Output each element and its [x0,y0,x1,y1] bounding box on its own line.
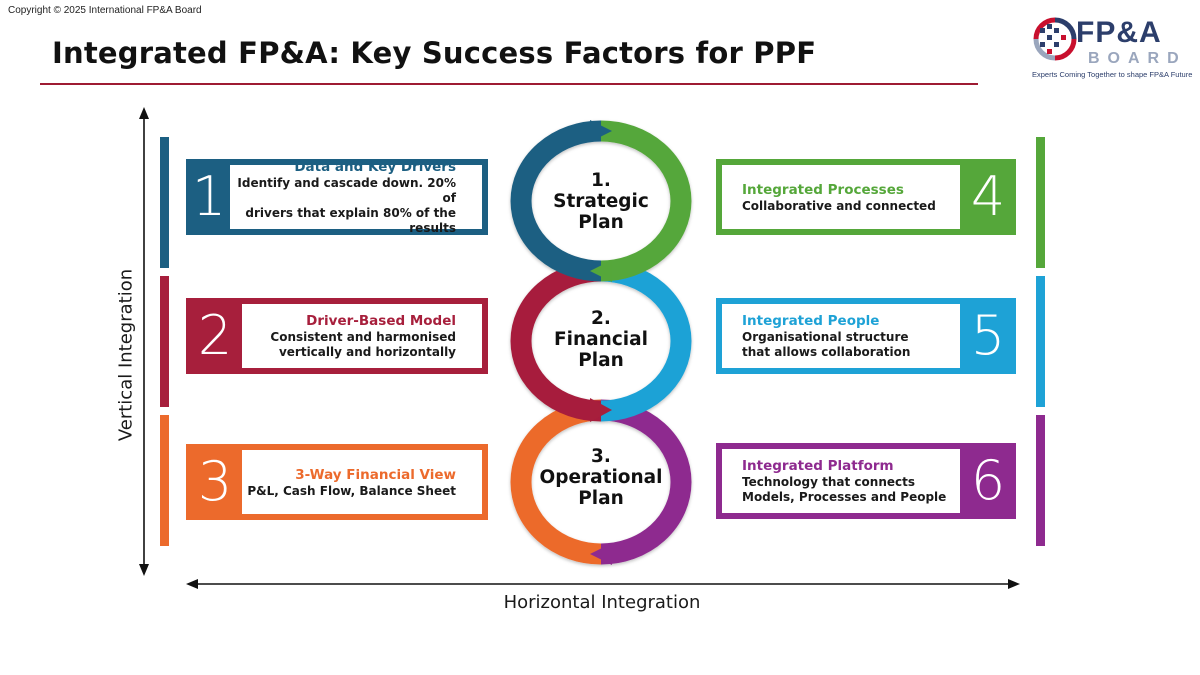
vertical-axis-arrow-top [139,107,149,119]
logo-ring-icon [1033,17,1077,61]
factor-desc-line2: drivers that explain 80% of the results [245,206,456,235]
factor-heading: Integrated Platform [742,458,894,474]
factor-heading: Integrated People [742,313,880,329]
factor-card-4: Integrated Processes Collaborative and c… [716,159,1016,235]
factor-desc-line1: Collaborative and connected [742,198,936,213]
operational-ring-right [600,399,692,565]
factor-desc-line2: vertically and horizontally [278,345,456,359]
left-bar-red [160,276,169,407]
factor-number: 2 [197,304,233,367]
left-bar-blue [160,137,169,268]
right-bar-green [1036,137,1045,268]
fpa-board-logo: FP&A BOARD Experts Coming Together to sh… [1030,14,1193,84]
factor-desc-line1: Organisational structure [742,330,909,344]
factor-number: 3 [197,450,233,513]
factor-heading: Driver-Based Model [306,313,456,329]
horizontal-integration-label: Horizontal Integration [503,592,701,613]
operational-plan-label: 3. Operational Plan [531,446,671,509]
plan-name: Operational [539,467,663,488]
factor-text: Integrated People Organisational structu… [722,304,960,368]
factor-text: Integrated Platform Technology that conn… [722,449,960,513]
plan-suffix: Plan [578,212,624,233]
factor-number: 6 [970,449,1006,512]
financial-ring-arrowhead [590,260,612,282]
financial-plan-label: 2. Financial Plan [541,308,661,371]
factor-text: Data and Key Drivers Identify and cascad… [230,159,482,235]
left-bar-orange [160,415,169,546]
plan-name: Strategic [553,191,649,212]
factor-number: 4 [970,165,1006,228]
plan-number: 2. [591,308,611,329]
factor-heading: 3-Way Financial View [295,466,456,483]
strategic-ring-right [600,120,692,282]
factor-text: Driver-Based Model Consistent and harmon… [242,304,482,368]
factor-number: 1 [191,165,227,228]
operational-ring-bottom-arrowhead [590,543,612,565]
factor-number: 5 [970,304,1006,367]
operational-ring-left [510,399,602,565]
plan-name: Financial [554,329,648,350]
factor-heading: Integrated Processes [742,181,904,198]
logo-wordmark: FP&A [1076,16,1162,49]
plan-number: 3. [591,446,611,467]
logo-tagline: Experts Coming Together to shape FP&A Fu… [1032,70,1193,79]
factor-desc-line1: Technology that connects [742,475,915,489]
strategic-ring-left [510,120,602,282]
factor-card-6: Integrated Platform Technology that conn… [716,443,1016,519]
factor-desc-line1: Consistent and harmonised [270,330,456,344]
strategic-plan-label: 1. Strategic Plan [541,170,661,233]
horizontal-axis-arrow-right [1008,579,1020,589]
factor-card-3: 3 3-Way Financial View P&L, Cash Flow, B… [186,444,488,520]
factor-desc-line1: P&L, Cash Flow, Balance Sheet [247,483,456,498]
operational-ring-arrowhead [590,398,612,422]
factor-card-5: Integrated People Organisational structu… [716,298,1016,374]
factor-card-2: 2 Driver-Based Model Consistent and harm… [186,298,488,374]
plan-number: 1. [591,170,611,191]
factor-heading: Data and Key Drivers [294,159,456,175]
financial-ring-left [510,260,602,422]
factor-desc-line2: Models, Processes and People [742,490,947,504]
financial-ring-right [600,260,692,422]
plan-suffix: Plan [578,488,624,509]
logo-board: BOARD [1088,50,1187,67]
right-bar-purple [1036,415,1045,546]
page-title: Integrated FP&A: Key Success Factors for… [52,36,817,70]
vertical-axis-arrow-bottom [139,564,149,576]
factor-text: 3-Way Financial View P&L, Cash Flow, Bal… [242,450,482,514]
copyright-notice: Copyright © 2025 International FP&A Boar… [8,5,202,16]
factor-text: Integrated Processes Collaborative and c… [722,165,960,229]
factor-card-1: 1 Data and Key Drivers Identify and casc… [186,159,488,235]
right-bar-cyan [1036,276,1045,407]
plan-suffix: Plan [578,350,624,371]
factor-desc-line1: Identify and cascade down. 20% of [237,176,456,205]
factor-desc-line2: that allows collaboration [742,345,911,359]
strategic-ring-arrowhead [590,120,612,142]
title-underline [40,83,978,85]
horizontal-axis-arrow-left [186,579,198,589]
